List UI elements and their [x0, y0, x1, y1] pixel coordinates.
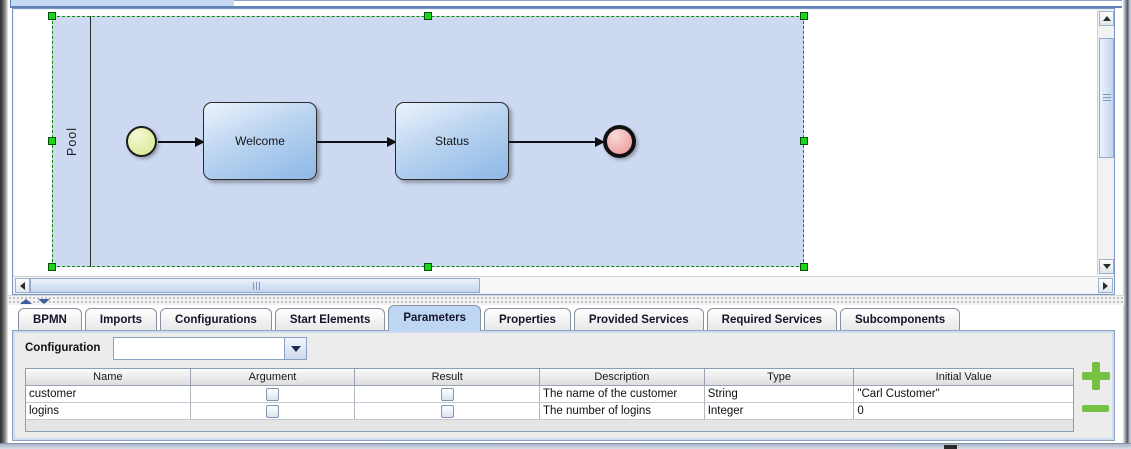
chevron-down-icon: [290, 345, 301, 352]
selection-handle[interactable]: [800, 137, 808, 145]
cell-name[interactable]: logins: [26, 403, 191, 420]
collapse-down-icon[interactable]: [38, 299, 50, 304]
tab-provided-services[interactable]: Provided Services: [573, 308, 704, 331]
cell-argument: [190, 403, 356, 420]
result-checkbox[interactable]: [440, 387, 454, 401]
horizontal-scrollbar[interactable]: [14, 276, 1114, 293]
selection-handle[interactable]: [800, 263, 808, 271]
cell-initial-value[interactable]: 0: [854, 403, 1073, 420]
window-frame-left: [0, 0, 8, 449]
vertical-scrollbar[interactable]: [1097, 10, 1114, 275]
selection-handle[interactable]: [424, 12, 432, 20]
add-parameter-button[interactable]: [1082, 362, 1110, 390]
editor-tab-partial[interactable]: [10, 0, 234, 8]
cell-description[interactable]: The number of logins: [540, 403, 705, 420]
tab-bpmn[interactable]: BPMN: [18, 308, 82, 331]
combo-dropdown-button[interactable]: [284, 338, 306, 359]
scroll-up-button[interactable]: [1099, 11, 1114, 26]
cell-result: [355, 403, 541, 420]
scroll-left-button[interactable]: [15, 278, 30, 293]
tab-properties[interactable]: Properties: [484, 308, 571, 331]
cell-name[interactable]: customer: [26, 386, 191, 403]
tab-required-services[interactable]: Required Services: [706, 308, 837, 331]
split-pane-divider[interactable]: [8, 295, 1124, 305]
column-header-name[interactable]: Name: [26, 369, 191, 386]
sequence-flow[interactable]: [158, 137, 205, 147]
scroll-down-button[interactable]: [1099, 259, 1114, 274]
table-row[interactable]: logins The number of logins Integer 0: [26, 403, 1073, 420]
task-label: Status: [434, 134, 470, 148]
scroll-right-button[interactable]: [1098, 278, 1113, 293]
arrow-down-icon: [1102, 264, 1111, 269]
arrow-right-icon: [1103, 281, 1108, 290]
end-event[interactable]: [603, 125, 636, 158]
parameters-table: Name Argument Result Description Type In…: [25, 368, 1074, 432]
column-header-argument[interactable]: Argument: [190, 369, 356, 386]
column-header-initial-value[interactable]: Initial Value: [854, 369, 1073, 386]
column-header-description[interactable]: Description: [540, 369, 705, 386]
clipped-ui-fragment: [944, 445, 957, 449]
arrow-up-icon: [1102, 16, 1111, 21]
cell-result: [355, 386, 541, 403]
properties-tab-bar: BPMN Imports Configurations Start Elemen…: [12, 305, 1115, 331]
selection-handle[interactable]: [800, 12, 808, 20]
start-event[interactable]: [126, 126, 157, 157]
task-label: Welcome: [235, 134, 285, 148]
cell-argument: [190, 386, 356, 403]
argument-checkbox[interactable]: [266, 404, 280, 418]
column-header-type[interactable]: Type: [704, 369, 855, 386]
column-header-result[interactable]: Result: [355, 369, 541, 386]
bpmn-diagram: Pool Welcome Status: [13, 9, 1098, 275]
tab-parameters[interactable]: Parameters: [388, 305, 482, 331]
sequence-flow[interactable]: [509, 137, 605, 147]
collapse-up-icon[interactable]: [20, 299, 32, 304]
pool-label: Pool: [65, 126, 79, 157]
configuration-combobox[interactable]: [113, 337, 307, 360]
configuration-label: Configuration: [25, 342, 101, 354]
result-checkbox[interactable]: [440, 404, 454, 418]
tab-start-elements[interactable]: Start Elements: [274, 308, 386, 331]
horizontal-scroll-thumb[interactable]: [30, 278, 480, 293]
window-frame-right: [1123, 0, 1131, 449]
editor-tab-strip: [8, 0, 1124, 8]
tab-imports[interactable]: Imports: [84, 308, 158, 331]
selection-handle[interactable]: [48, 12, 56, 20]
table-row[interactable]: customer The name of the customer String…: [26, 386, 1073, 403]
cell-type[interactable]: String: [704, 386, 855, 403]
editor-tab-row-rest: [234, 0, 1122, 8]
task-status[interactable]: Status: [395, 102, 509, 180]
remove-parameter-button[interactable]: [1082, 405, 1109, 412]
arrow-left-icon: [20, 281, 25, 290]
tab-configurations[interactable]: Configurations: [160, 308, 272, 331]
selection-handle[interactable]: [48, 137, 56, 145]
argument-checkbox[interactable]: [266, 387, 280, 401]
selection-handle[interactable]: [48, 263, 56, 271]
window-bottom-edge: [0, 443, 1131, 449]
table-header-row: Name Argument Result Description Type In…: [26, 369, 1073, 386]
selection-handle[interactable]: [424, 263, 432, 271]
task-welcome[interactable]: Welcome: [203, 102, 317, 180]
parameters-panel: Configuration Name Argument Result Descr…: [12, 330, 1115, 441]
diagram-canvas[interactable]: Pool Welcome Status: [12, 8, 1115, 295]
sequence-flow[interactable]: [317, 137, 397, 147]
configuration-value: [114, 338, 284, 359]
tab-subcomponents[interactable]: Subcomponents: [840, 308, 961, 331]
cell-initial-value[interactable]: "Carl Customer": [854, 386, 1073, 403]
vertical-scroll-thumb[interactable]: [1099, 38, 1114, 158]
cell-type[interactable]: Integer: [704, 403, 855, 420]
cell-description[interactable]: The name of the customer: [540, 386, 705, 403]
pool-lane-divider: [90, 16, 91, 267]
